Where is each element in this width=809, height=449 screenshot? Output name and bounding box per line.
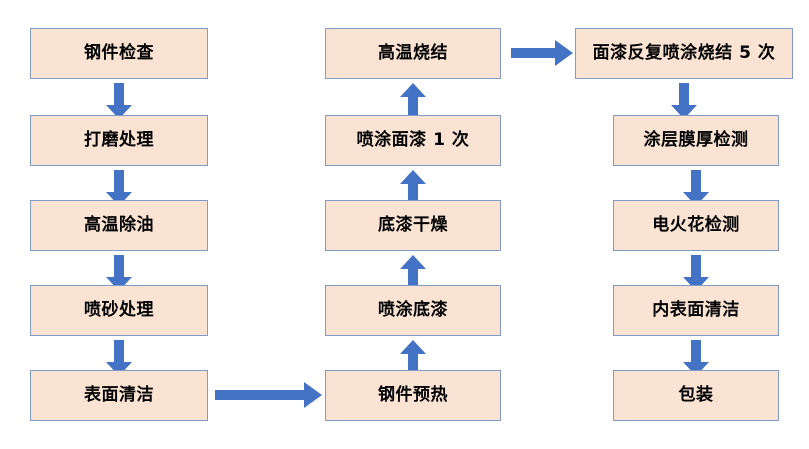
arrow-shaft <box>114 170 124 192</box>
arrow-head <box>304 382 322 408</box>
arrow-shaft <box>408 184 418 206</box>
process-node-surface-cleaning[interactable]: 表面清洁 <box>30 370 208 421</box>
arrow-head <box>400 255 426 269</box>
arrow-head <box>400 170 426 184</box>
process-node-topcoat-repeat-5-times[interactable]: 面漆反复喷涂烧结 5 次 <box>575 28 793 79</box>
arrow-shaft <box>114 255 124 277</box>
process-node-coating-thickness-test[interactable]: 涂层膜厚检测 <box>613 115 779 166</box>
process-node-topcoat-spray-once[interactable]: 喷涂面漆 1 次 <box>325 115 501 166</box>
arrow-head <box>400 83 426 97</box>
process-node-primer-spraying[interactable]: 喷涂底漆 <box>325 285 501 336</box>
arrow-up-n7-n6 <box>400 83 426 119</box>
process-node-steel-preheating[interactable]: 钢件预热 <box>325 370 501 421</box>
process-node-high-temp-degreasing[interactable]: 高温除油 <box>30 200 208 251</box>
arrow-right-n6-n11 <box>511 40 573 66</box>
process-node-steel-inspection[interactable]: 钢件检查 <box>30 28 208 79</box>
process-node-packaging[interactable]: 包装 <box>613 370 779 421</box>
process-node-inner-surface-cleaning[interactable]: 内表面清洁 <box>613 285 779 336</box>
arrow-shaft <box>114 83 124 105</box>
arrow-shaft <box>679 83 689 105</box>
arrow-shaft <box>691 170 701 192</box>
process-node-primer-drying[interactable]: 底漆干燥 <box>325 200 501 251</box>
arrow-shaft <box>408 269 418 291</box>
arrow-shaft <box>215 390 305 400</box>
arrow-right-n5-n10 <box>215 382 322 408</box>
arrow-head <box>555 40 573 66</box>
process-node-spark-test[interactable]: 电火花检测 <box>613 200 779 251</box>
arrow-shaft <box>511 48 556 58</box>
process-node-sandblasting[interactable]: 喷砂处理 <box>30 285 208 336</box>
arrow-shaft <box>691 340 701 362</box>
process-node-grinding[interactable]: 打磨处理 <box>30 115 208 166</box>
arrow-up-n9-n8 <box>400 255 426 291</box>
arrow-shaft <box>114 340 124 362</box>
arrow-shaft <box>408 97 418 119</box>
arrow-shaft <box>691 255 701 277</box>
arrow-up-n10-n9 <box>400 340 426 376</box>
arrow-shaft <box>408 354 418 376</box>
arrow-head <box>400 340 426 354</box>
arrow-down-n11-n12 <box>671 83 697 119</box>
arrow-up-n8-n7 <box>400 170 426 206</box>
process-node-high-temp-sintering[interactable]: 高温烧结 <box>325 28 501 79</box>
arrow-down-n1-n2 <box>106 83 132 119</box>
